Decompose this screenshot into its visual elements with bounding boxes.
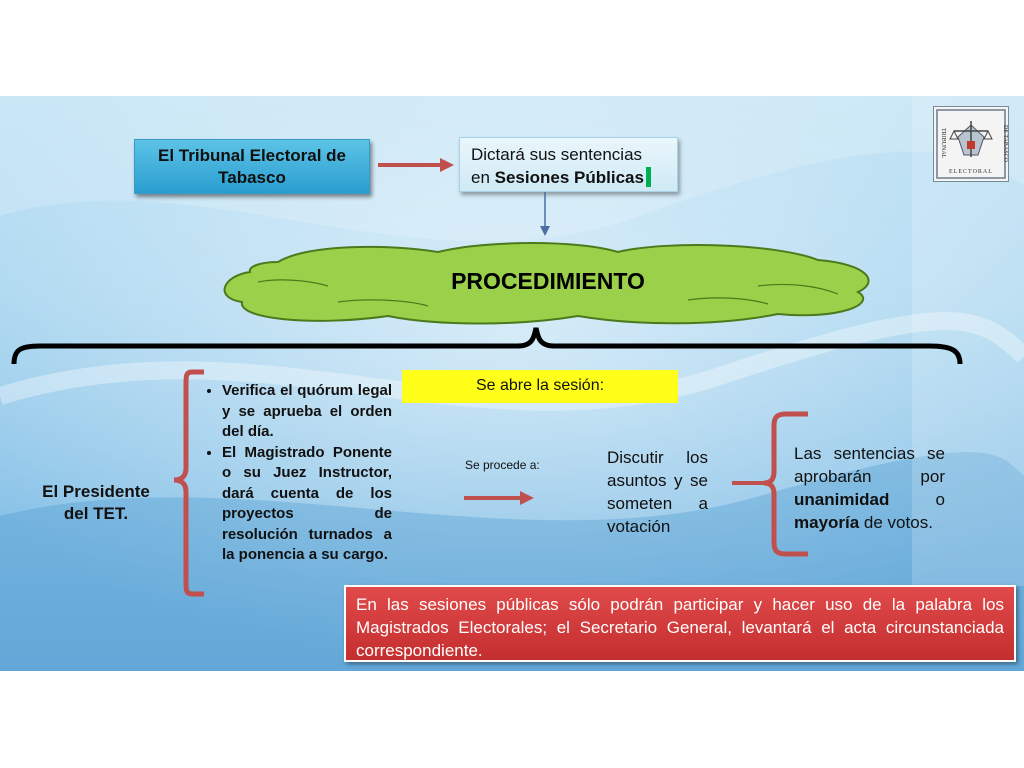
arrow-right-icon — [464, 491, 534, 505]
sentencias-line2-prefix: en — [471, 168, 495, 187]
left-brace — [173, 369, 204, 597]
procedimiento-cloud — [223, 242, 870, 325]
logo-bottom-text: ELECTORAL — [949, 169, 993, 175]
discutir-text: Discutir los asuntos y se someten a vota… — [607, 448, 708, 536]
procedimiento-title: PROCEDIMIENTO — [451, 268, 645, 294]
sentencias-box: Dictará sus sentencias en Sesiones Públi… — [459, 137, 678, 192]
logo-side-text: DE TABASCO — [1002, 124, 1008, 162]
sentencias-line1: Dictará sus sentencias — [471, 145, 643, 164]
arrow-down-icon — [540, 192, 550, 236]
procede-label: Se procede a: — [465, 458, 540, 472]
votos-part1: Las sentencias se aprobarán por — [794, 444, 945, 486]
nota-box: En las sesiones públicas sólo podrán par… — [344, 585, 1016, 662]
sesion-banner: Se abre la sesión: — [402, 370, 678, 403]
text-cursor-marker — [645, 167, 651, 187]
sentencias-line2: en Sesiones Públicas — [471, 166, 677, 189]
votos-bold2: mayoría — [794, 513, 860, 532]
votos-bold1: unanimidad — [794, 490, 890, 509]
arrow-right-icon — [378, 158, 454, 172]
nota-text: En las sesiones públicas sólo podrán par… — [356, 595, 1004, 660]
tribunal-box: El Tribunal Electoral de Tabasco — [134, 139, 370, 194]
logo-top-text: TRIBUNAL — [940, 127, 946, 159]
sentencias-votos-text: Las sentencias se aprobarán por unanimid… — [794, 442, 945, 534]
scales-of-justice-icon — [936, 109, 1006, 179]
tribunal-logo: TRIBUNAL DE TABASCO ELECTORAL — [933, 106, 1009, 182]
bullet-item: Verifica el quórum legal y se aprueba el… — [222, 381, 392, 443]
tribunal-label: El Tribunal Electoral de Tabasco — [158, 145, 346, 187]
bullet-item: El Magistrado Ponente o su Juez Instruct… — [222, 443, 392, 566]
sentencias-line2-bold: Sesiones Públicas — [494, 168, 644, 187]
votos-part3: de votos. — [859, 513, 933, 532]
sesion-label: Se abre la sesión: — [475, 377, 605, 394]
right-brace — [732, 411, 808, 557]
votos-part2: o — [889, 490, 945, 509]
horizontal-brace — [11, 327, 963, 365]
presidente-label: El Presidente del TET. — [42, 482, 150, 523]
bullet-list: Verifica el quórum legal y se aprueba el… — [202, 381, 392, 566]
